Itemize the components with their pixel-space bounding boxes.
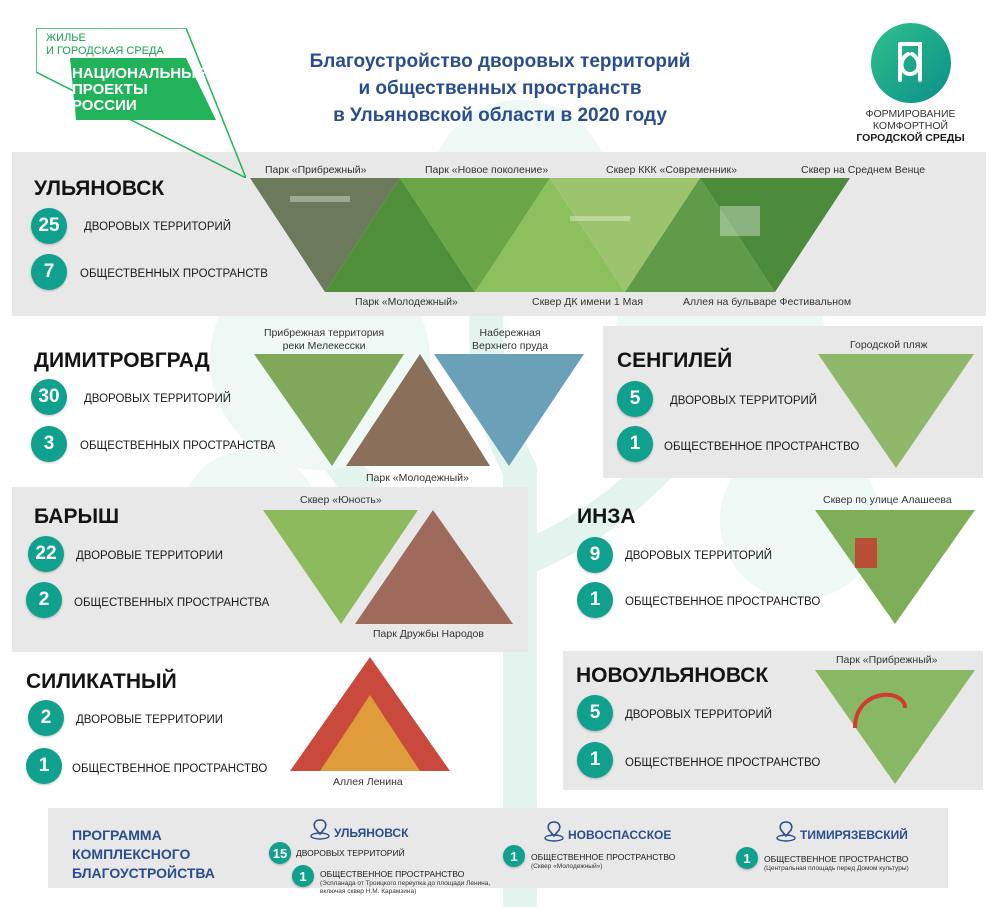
label-public-silikatny: ОБЩЕСТВЕННОЕ ПРОСТРАНСТВО [72, 763, 268, 775]
caption-reka-melekesska: Прибрежная территория реки Мелекесски [264, 327, 385, 352]
caption-alleya-festivalny: Аллея на бульваре Фестивальном [683, 296, 852, 308]
photo-strip-barysh [263, 510, 513, 624]
note-program-novospasskoe: (Сквер «Молодежный») [531, 863, 603, 870]
label-public-dimitrovgrad: ОБЩЕСТВЕННЫХ ПРОСТРАНСТВА [80, 440, 276, 452]
caption-skver-sredny-venets: Сквер на Среднем Венце [801, 164, 926, 176]
photo-reka-melekesska [254, 354, 404, 466]
photo-strip-dimitrovgrad [254, 354, 584, 466]
badge-program-public-ulyanovsk: 1 [292, 865, 314, 887]
comfortable-city-logo [871, 23, 951, 103]
badge-yards-silikatny: 2 [28, 700, 64, 736]
caption-skver-alasheeva: Сквер по улице Алашеева [823, 494, 952, 506]
caption-park-molodezhny-dm: Парк «Молодежный» [366, 472, 469, 484]
badge-yards-sengiley: 5 [617, 381, 653, 417]
label-yards-ulyanovsk: ДВОРОВЫХ ТЕРРИТОРИЙ [84, 221, 232, 233]
badge-program-public-timiryazevsky: 1 [736, 847, 758, 869]
label-yards-novoulyanovsk: ДВОРОВЫХ ТЕРРИТОРИЙ [625, 709, 773, 721]
label-program-public-timiryazevsky: ОБЩЕСТВЕННОЕ ПРОСТРАНСТВО [764, 854, 909, 864]
badge-program-public-novospasskoe: 1 [503, 845, 525, 867]
location-pin-icon [544, 821, 564, 842]
note-program-ulyanovsk: (Эспланада от Троицкого переулка до площ… [320, 880, 491, 895]
photo-skver-dk-1-maya [475, 178, 625, 292]
caption-skver-dk-1-maya: Сквер ДК имени 1 Мая [532, 296, 644, 308]
np-title: НАЦИОНАЛЬНЫЕ ПРОЕКТЫ РОССИИ [72, 65, 206, 114]
label-public-inza: ОБЩЕСТВЕННОЕ ПРОСТРАНСТВО [625, 596, 821, 608]
national-projects-logo [36, 28, 246, 178]
page-title: Благоустройство дворовых территорий и об… [309, 51, 691, 126]
city-name-ulyanovsk: УЛЬЯНОВСК [34, 177, 165, 200]
label-public-sengiley: ОБЩЕСТВЕННОЕ ПРОСТРАНСТВО [664, 441, 860, 453]
comfortable-city-caption: ФОРМИРОВАНИЕ КОМФОРТНОЙ ГОРОДСКОЙ СРЕДЫ [856, 108, 965, 144]
photo-skver-sovremennik [550, 178, 700, 292]
photo-park-molodezhny [325, 178, 475, 292]
photo-park-novoe-pokolenie [400, 178, 550, 292]
label-public-novoulyanovsk: ОБЩЕСТВЕННОЕ ПРОСТРАНСТВО [625, 757, 821, 769]
badge-public-inza: 1 [577, 582, 613, 618]
photo-park-molodezhny-dm [346, 354, 490, 466]
city-name-barysh: БАРЫШ [34, 505, 120, 528]
photo-gorodskoy-plyazh [818, 354, 974, 468]
label-public-barysh: ОБЩЕСТВЕННЫХ ПРОСТРАНСТВА [74, 597, 270, 609]
photo-skver-sredny-venets [700, 178, 850, 292]
city-name-dimitrovgrad: ДИМИТРОВГРАД [34, 349, 210, 372]
photo-skver-yunost [263, 510, 418, 624]
city-name-silikatny: СИЛИКАТНЫЙ [26, 670, 177, 693]
badge-public-dimitrovgrad: 3 [31, 426, 67, 462]
note-program-timiryazevsky: (Центральная площадь перед Домом культур… [764, 865, 909, 872]
photo-strip-silikatny [290, 657, 450, 771]
label-yards-sengiley: ДВОРОВЫХ ТЕРРИТОРИЙ [670, 395, 818, 407]
photo-strip-sengiley [818, 354, 974, 468]
photo-park-druzhby [355, 510, 513, 624]
label-program-public-novospasskoe: ОБЩЕСТВЕННОЕ ПРОСТРАНСТВО [531, 852, 676, 862]
label-yards-silikatny: ДВОРОВЫЕ ТЕРРИТОРИИ [76, 714, 224, 726]
photo-skver-alasheeva [815, 510, 975, 624]
city-name-sengiley: СЕНГИЛЕЙ [617, 349, 733, 372]
np-subtitle: ЖИЛЬЕ И ГОРОДСКАЯ СРЕДА [46, 32, 164, 57]
caption-park-novoe-pokolenie: Парк «Новое поколение» [425, 164, 549, 176]
caption-gorodskoy-plyazh: Городской пляж [850, 339, 928, 351]
caption-park-pribrezhny: Парк «Прибрежный» [265, 164, 367, 176]
badge-yards-inza: 9 [577, 537, 613, 573]
badge-yards-ulyanovsk: 25 [31, 208, 67, 244]
badge-yards-barysh: 22 [28, 536, 64, 572]
photo-alleya-festivalny [625, 178, 775, 292]
program-title: ПРОГРАММА КОМПЛЕКСНОГО БЛАГОУСТРОЙСТВА [72, 827, 215, 881]
label-yards-barysh: ДВОРОВЫЕ ТЕРРИТОРИИ [76, 550, 224, 562]
photo-strip-novoulyanovsk [815, 670, 975, 784]
label-program-yards-ulyanovsk: ДВОРОВЫХ ТЕРРИТОРИЙ [296, 848, 405, 858]
label-yards-dimitrovgrad: ДВОРОВЫХ ТЕРРИТОРИЙ [84, 393, 232, 405]
program-town-novospasskoe: НОВОСПАССКОЕ [568, 828, 672, 842]
city-name-inza: ИНЗА [577, 505, 636, 528]
program-town-timiryazevsky: ТИМИРЯЗЕВСКИЙ [800, 828, 908, 842]
photo-strip-inza [815, 510, 975, 624]
photo-naberezhnaya [434, 354, 584, 466]
caption-park-druzhby: Парк Дружбы Народов [373, 628, 484, 640]
badge-public-silikatny: 1 [26, 748, 62, 784]
photo-park-pribrezhny [250, 178, 400, 292]
badge-public-barysh: 2 [26, 582, 62, 618]
badge-program-yards-ulyanovsk: 15 [269, 842, 291, 864]
badge-public-sengiley: 1 [617, 426, 653, 462]
caption-alleya-lenina: Аллея Ленина [333, 776, 403, 788]
caption-skver-sovremennik: Сквер ККК «Современник» [606, 164, 737, 176]
caption-skver-yunost: Сквер «Юность» [300, 494, 382, 506]
badge-public-ulyanovsk: 7 [31, 254, 67, 290]
program-town-ulyanovsk: УЛЬЯНОВСК [334, 826, 409, 840]
photo-strip-ulyanovsk [250, 178, 850, 292]
city-name-novoulyanovsk: НОВОУЛЬЯНОВСК [576, 664, 769, 687]
label-program-public-ulyanovsk: ОБЩЕСТВЕННОЕ ПРОСТРАНСТВО [320, 869, 465, 879]
caption-naberezhnaya: Набережная Верхнего пруда [472, 327, 549, 352]
badge-public-novoulyanovsk: 1 [577, 742, 613, 778]
caption-park-molodezhny: Парк «Молодежный» [355, 296, 458, 308]
photo-park-pribrezhny-nu [815, 670, 975, 784]
location-pin-icon [310, 819, 330, 840]
caption-park-pribrezhny-nu: Парк «Прибрежный» [836, 654, 938, 666]
label-yards-inza: ДВОРОВЫХ ТЕРРИТОРИЙ [625, 550, 773, 562]
label-public-ulyanovsk: ОБЩЕСТВЕННЫХ ПРОСТРАНСТВ [80, 268, 268, 280]
badge-yards-novoulyanovsk: 5 [577, 695, 613, 731]
location-pin-icon [776, 821, 796, 842]
panel-program [48, 808, 948, 888]
badge-yards-dimitrovgrad: 30 [31, 379, 67, 415]
